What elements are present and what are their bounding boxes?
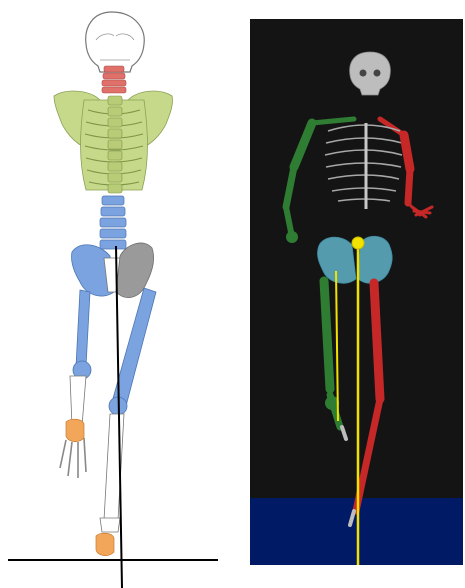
sim-right-leg (350, 283, 380, 525)
sim-center-of-mass (352, 237, 364, 249)
right-heel (96, 533, 114, 555)
left-femur (76, 290, 90, 366)
lumbar-spine (100, 196, 126, 249)
simulation-panel (250, 19, 463, 565)
right-leg-anatomical (96, 288, 156, 556)
right-ankle (100, 518, 120, 532)
sim-skull (350, 52, 391, 95)
simulation-skeleton-svg (250, 19, 463, 565)
sim-left-arm (286, 123, 312, 243)
anatomical-skeleton-svg (0, 0, 240, 588)
thoracic-vertebrae (108, 96, 122, 193)
sim-left-clavicle (312, 119, 354, 123)
anatomical-diagram-panel (0, 0, 240, 588)
left-tibia (70, 376, 86, 426)
cervical-spine (102, 66, 126, 93)
sim-left-leg (324, 281, 346, 439)
left-leg-anatomical (60, 290, 91, 478)
pelvis (71, 243, 153, 298)
skull-outline (86, 12, 145, 72)
left-heel (66, 419, 84, 441)
left-foot-bones (60, 438, 86, 478)
sim-ribcage (325, 123, 402, 209)
sim-right-arm (404, 135, 432, 217)
